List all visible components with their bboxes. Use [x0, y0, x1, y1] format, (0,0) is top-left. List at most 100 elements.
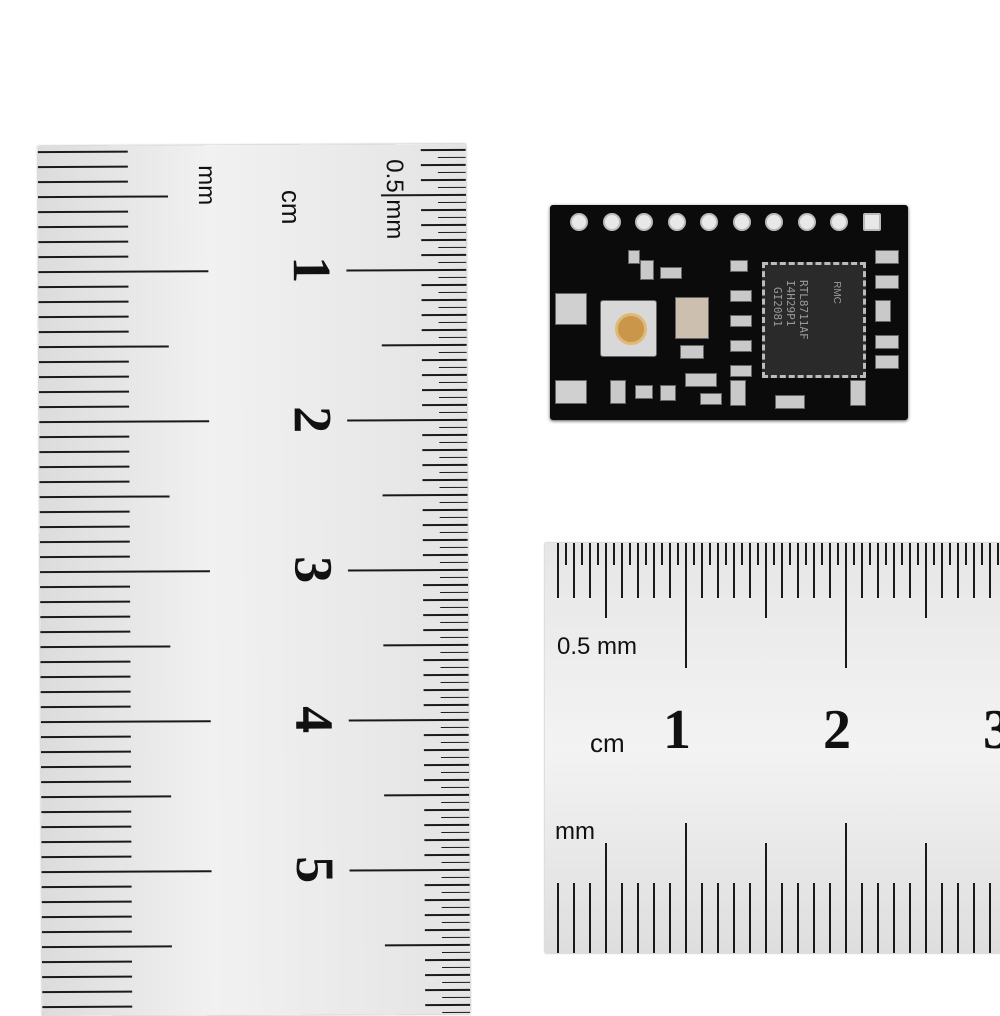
ruler-tick	[573, 543, 575, 598]
ruler-tick	[813, 883, 815, 953]
ruler-tick	[41, 930, 132, 934]
ruler-tick	[917, 543, 919, 565]
ruler-tick	[41, 780, 132, 784]
ruler-tick	[41, 870, 212, 874]
ruler-tick	[439, 471, 468, 474]
header-pin-pad	[830, 213, 848, 231]
ruler-tick	[422, 388, 468, 392]
ruler-tick	[853, 543, 855, 565]
ruler-tick	[420, 178, 466, 182]
ruler-tick	[39, 540, 130, 544]
ruler-tick	[442, 996, 471, 999]
ruler-tick	[440, 651, 469, 654]
ruler-tick	[933, 543, 935, 565]
ruler-tick	[420, 148, 466, 152]
ruler-tick	[440, 741, 469, 744]
ruler-tick	[440, 666, 469, 669]
ruler-tick	[40, 645, 171, 649]
ruler-tick	[438, 231, 467, 234]
ruler-tick	[421, 298, 467, 302]
ruler-tick	[383, 643, 469, 647]
ruler-tick	[829, 883, 831, 953]
ruler-tick	[605, 543, 607, 618]
ruler-tick	[422, 478, 468, 482]
ruler-tick	[40, 765, 131, 769]
ruler-tick	[381, 343, 467, 347]
ruler-tick	[422, 448, 468, 452]
ruler-tick	[423, 613, 469, 617]
ruler-tick	[438, 276, 467, 279]
ruler-tick	[37, 150, 128, 154]
ruler-tick	[422, 523, 468, 527]
ruler-tick	[422, 403, 468, 407]
ruler-tick	[40, 720, 211, 724]
ruler-tick	[821, 543, 823, 565]
ruler-tick	[39, 450, 130, 454]
ruler-number-3: 3	[983, 699, 1000, 761]
ruler-tick	[38, 375, 129, 379]
smd-component	[660, 267, 682, 279]
ruler-tick	[40, 675, 131, 679]
ruler-tick	[693, 543, 695, 565]
ruler-tick	[440, 591, 469, 594]
ruler-cm-label: cm	[590, 728, 625, 758]
ruler-tick	[829, 543, 831, 598]
ruler-tick	[557, 543, 559, 598]
smd-component	[610, 380, 626, 404]
ruler-tick	[39, 435, 130, 439]
ruler-tick	[41, 915, 132, 919]
ruler-tick	[438, 201, 467, 204]
ruler-tick	[441, 831, 470, 834]
ruler-tick	[439, 531, 468, 534]
ruler-tick	[885, 543, 887, 565]
ruler-tick	[41, 960, 133, 964]
ruler-tick	[941, 543, 943, 598]
ruler-tick	[382, 493, 468, 497]
ruler-tick	[797, 543, 799, 598]
ruler-tick	[439, 486, 468, 489]
ruler-tick	[438, 321, 467, 324]
ruler-mm-label: mm	[192, 165, 221, 206]
ruler-tick	[40, 735, 131, 739]
ruler-number-2: 2	[282, 406, 343, 434]
ruler-tick	[441, 921, 470, 924]
rtl8711af-chip: RMC RTL8711AF I4H29P1 GI2081	[762, 262, 866, 378]
ruler-tick	[421, 253, 467, 257]
ruler-tick	[39, 390, 130, 394]
ruler-tick	[423, 733, 469, 737]
ruler-tick	[40, 600, 131, 604]
ruler-tick	[42, 1005, 133, 1009]
ruler-tick	[629, 543, 631, 565]
ruler-tick	[439, 426, 468, 429]
smd-component	[640, 260, 654, 280]
ruler-tick	[423, 703, 469, 707]
ruler-tick	[789, 543, 791, 565]
ruler-tick	[621, 883, 623, 953]
ruler-tick	[41, 795, 172, 799]
ruler-tick	[441, 891, 470, 894]
ruler-tick	[637, 543, 639, 598]
ruler-tick	[424, 823, 470, 827]
ruler-tick	[989, 543, 991, 598]
ruler-tick	[39, 420, 210, 424]
ruler-tick	[637, 883, 639, 953]
smd-component	[660, 385, 676, 401]
ruler-tick	[669, 883, 671, 953]
ruler-tick	[347, 418, 468, 422]
ruler-half-mm-label: 0.5 mm	[557, 633, 638, 660]
ruler-tick	[39, 480, 130, 484]
ruler-tick	[38, 315, 129, 319]
header-pin-pad	[700, 213, 718, 231]
smd-component	[775, 395, 805, 409]
ruler-tick	[39, 570, 210, 574]
ruler-tick	[925, 843, 927, 953]
ruler-tick	[909, 883, 911, 953]
ruler-tick	[384, 943, 470, 947]
ruler-tick	[781, 883, 783, 953]
ruler-tick	[423, 688, 469, 692]
ruler-tick	[957, 543, 959, 598]
ruler-tick	[973, 883, 975, 953]
ruler-tick	[38, 285, 129, 289]
smd-component	[635, 385, 653, 399]
smd-component	[875, 300, 891, 322]
